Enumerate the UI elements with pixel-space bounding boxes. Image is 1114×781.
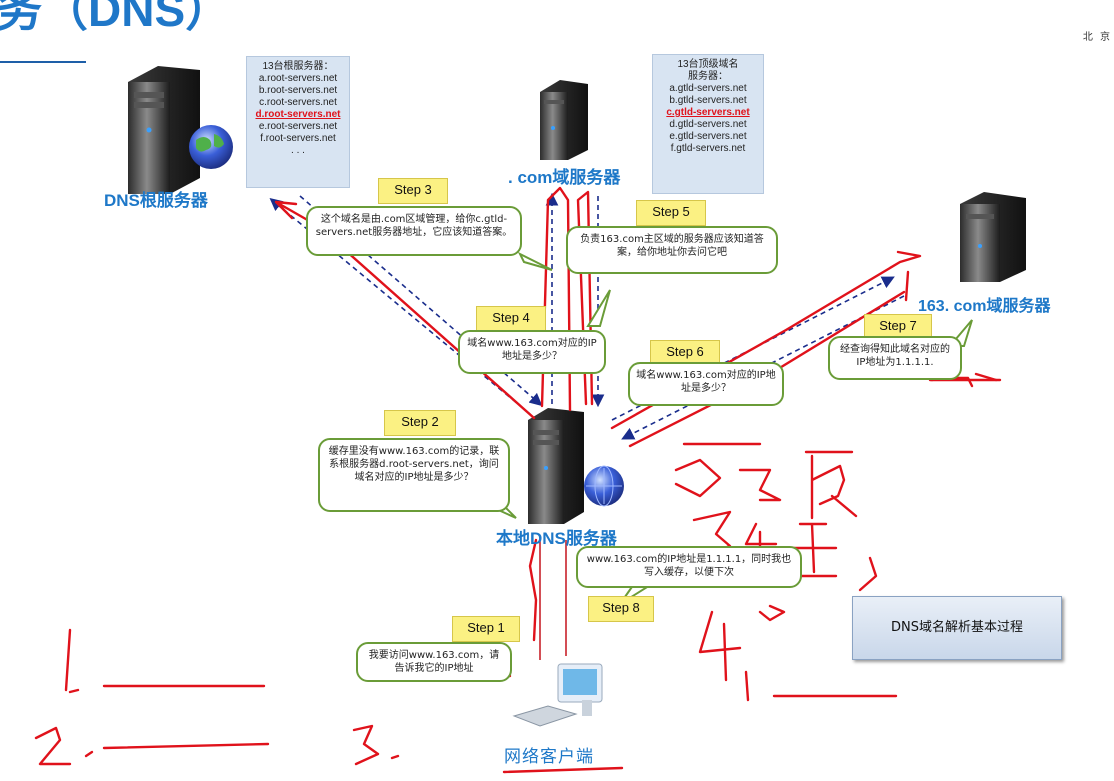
- com-server-label: . com域服务器: [508, 168, 621, 187]
- root-list-title: 13台根服务器：: [262, 61, 334, 72]
- page-title: 务（DNS）: [0, 0, 232, 36]
- com-list-title: 服务器：: [688, 71, 728, 82]
- step-8-bubble: www.163.com的IP地址是1.1.1.1，同时我也写入缓存，以便下次: [576, 546, 802, 588]
- step-6-label: Step 6: [650, 340, 720, 366]
- root-list-ellipsis: . . .: [291, 145, 305, 156]
- step-3-label: Step 3: [378, 178, 448, 204]
- com-list-item: f.gtld-servers.net: [670, 143, 746, 154]
- step-2-label: Step 2: [384, 410, 456, 436]
- com-list-item: b.gtld-servers.net: [669, 95, 747, 106]
- step-5-bubble: 负责163.com主区域的服务器应该知道答案，给你地址你去问它吧: [566, 226, 778, 274]
- root-list-item: f.root-servers.net: [260, 133, 336, 144]
- com-list-item-highlight: c.gtld-servers.net: [666, 107, 750, 118]
- diagram-caption: DNS域名解析基本过程: [852, 596, 1062, 660]
- client-computer-icon: [512, 663, 603, 727]
- root-list-item: e.root-servers.net: [258, 121, 338, 132]
- com-server-list: 13台顶级域名 服务器： a.gtld-servers.net b.gtld-s…: [652, 54, 764, 194]
- step-3-bubble: 这个域名是由.com区域管理，给你c.gtld-servers.net服务器地址…: [306, 206, 522, 256]
- com-list-item: a.gtld-servers.net: [669, 83, 747, 94]
- bubble-tail-step3: [517, 251, 553, 271]
- local-dns-server-icon: [528, 408, 584, 524]
- step-7-bubble: 经查询得知此域名对应的IP地址为1.1.1.1.: [828, 336, 962, 380]
- step-4-label: Step 4: [476, 306, 546, 332]
- step-6-bubble: 域名www.163.com对应的IP地址是多少？: [628, 362, 784, 406]
- step-2-bubble: 缓存里没有www.163.com的记录，联系根服务器d.root-servers…: [318, 438, 510, 512]
- step-1-bubble: 我要访问www.163.com，请告诉我它的IP地址: [356, 642, 512, 682]
- root-server-icon: [128, 66, 200, 194]
- handwriting-annotations: [34, 186, 1002, 774]
- local-dns-server-label: 本地DNS服务器: [496, 529, 617, 548]
- root-list-item: a.root-servers.net: [258, 73, 338, 84]
- server-163-label: 163. com域服务器: [918, 298, 1051, 315]
- com-server-icon: [540, 80, 588, 160]
- com-list-title: 13台顶级域名: [677, 59, 739, 70]
- corner-logo-text: 北 京: [1082, 32, 1112, 43]
- local-globe-icon: [584, 465, 624, 507]
- step-4-bubble: 域名www.163.com对应的IP地址是多少？: [458, 330, 606, 374]
- com-list-item: d.gtld-servers.net: [669, 119, 747, 130]
- step-8-label: Step 8: [588, 596, 654, 622]
- server-163-icon: [960, 192, 1026, 282]
- bubble-tail-step4: [586, 289, 611, 327]
- step-5-label: Step 5: [636, 200, 706, 226]
- root-server-label: DNS根服务器: [104, 191, 208, 210]
- step-1-label: Step 1: [452, 616, 520, 642]
- root-list-item-highlight: d.root-servers.net: [255, 109, 341, 120]
- root-list-item: c.root-servers.net: [259, 97, 337, 108]
- com-list-item: e.gtld-servers.net: [669, 131, 747, 142]
- root-list-item: b.root-servers.net: [258, 85, 338, 96]
- root-server-list: 13台根服务器： a.root-servers.net b.root-serve…: [246, 56, 350, 188]
- globe-icon: [189, 125, 233, 169]
- client-label: 网络客户端: [504, 747, 594, 767]
- title-underline: [0, 61, 86, 63]
